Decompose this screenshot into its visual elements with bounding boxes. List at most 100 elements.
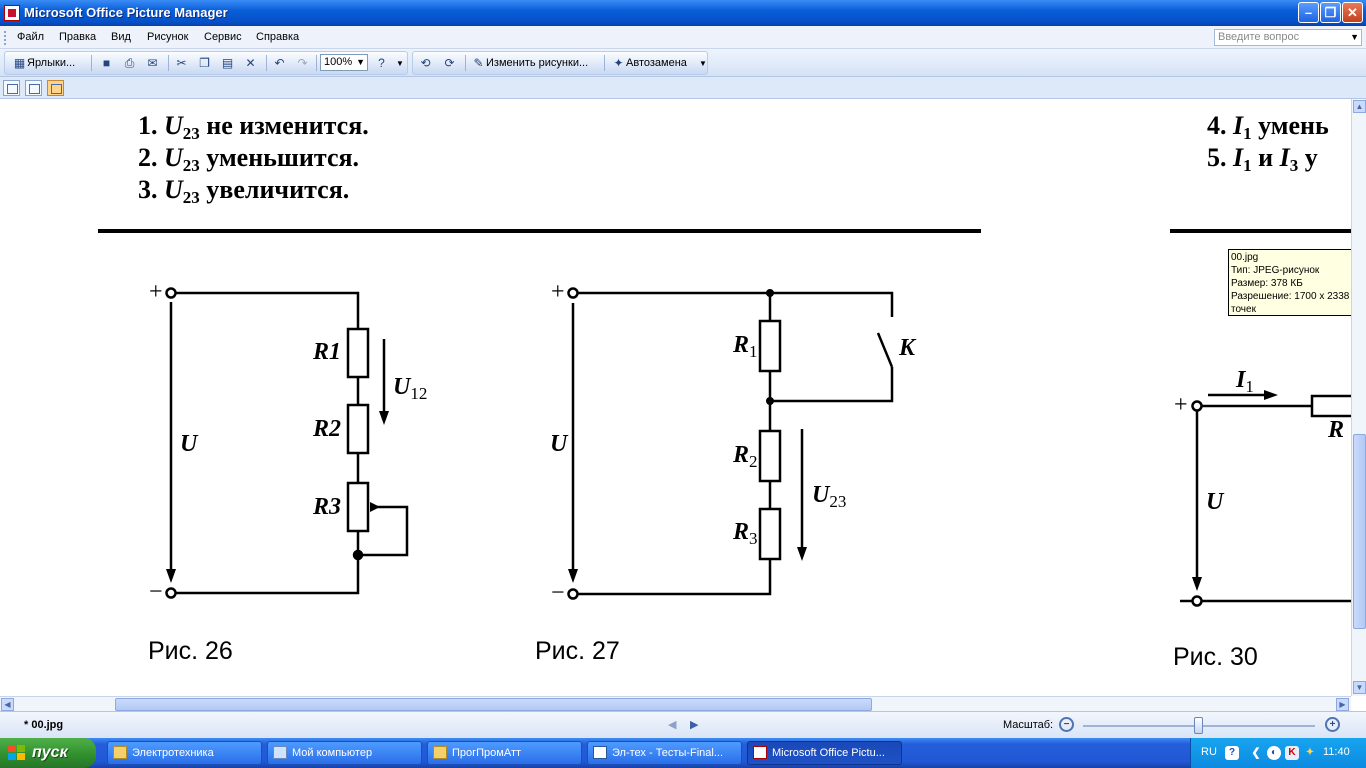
option-number: 5. (1207, 143, 1227, 172)
thumbnail-view-button[interactable] (3, 80, 20, 96)
start-button[interactable]: пуск (0, 738, 96, 768)
ask-question-input[interactable]: Введите вопрос ▼ (1214, 29, 1362, 46)
figure-caption-30: Рис. 30 (1173, 643, 1258, 671)
taskbar-item-my-computer[interactable]: Мой компьютер (267, 741, 422, 765)
next-picture-button[interactable]: ▶ (690, 719, 699, 731)
option-variable: U (164, 175, 183, 204)
single-picture-view-button[interactable] (47, 80, 64, 96)
toolbar-separator (168, 55, 169, 71)
scroll-left-arrow[interactable]: ◀ (1, 698, 14, 711)
delete-x-icon: ✕ (245, 55, 256, 70)
scroll-up-arrow[interactable]: ▲ (1353, 100, 1366, 113)
undo-button[interactable]: ↶ (272, 55, 287, 71)
zoom-out-icon[interactable]: − (1059, 717, 1074, 732)
option-text: и (1258, 143, 1274, 172)
picture-canvas[interactable]: 1. U23 не изменится. 2. U23 уменьшится. … (0, 99, 1351, 696)
voltage-u-label: U (180, 431, 198, 457)
voltage-u23-sub: 23 (829, 492, 847, 511)
terminal-plus-label: + (551, 279, 565, 305)
filmstrip-view-button[interactable] (25, 80, 42, 96)
restore-button[interactable]: ❐ (1320, 2, 1341, 23)
taskbar-item-electrotech[interactable]: Электротехника (107, 741, 262, 765)
horizontal-scrollbar[interactable]: ◀ ▶ (0, 696, 1351, 711)
previous-picture-button[interactable]: ◀ (668, 719, 677, 731)
taskbar-item-word-document[interactable]: Эл-тех - Тесты-Final... (587, 741, 742, 765)
antivirus-tray-icon[interactable]: K (1285, 746, 1299, 760)
menubar-grip-handle[interactable] (4, 31, 7, 45)
option-text: увеличится. (206, 175, 350, 204)
copy-icon: ❐ (199, 55, 210, 70)
voltage-u12-label: U12 (393, 374, 427, 404)
shortcuts-button[interactable]: ▦ Ярлыки... (12, 55, 75, 71)
menu-edit[interactable]: Правка (59, 31, 97, 43)
close-button[interactable]: ✕ (1342, 2, 1363, 23)
resistor-r2-label: R2 (313, 416, 342, 442)
current-i1-sub: 1 (1245, 377, 1254, 396)
window-title: Microsoft Office Picture Manager (24, 5, 228, 20)
taskbar-item-picture-manager[interactable]: Microsoft Office Pictu... (747, 741, 902, 765)
resistor-r2-var: R (733, 442, 750, 468)
option-subscript-2: 3 (1289, 156, 1299, 175)
title-bar: Microsoft Office Picture Manager – ❐ ✕ (0, 0, 1366, 26)
zoom-label: Масштаб: (1003, 719, 1054, 731)
rotate-right-button[interactable]: ⟳ (442, 55, 457, 71)
autocorrect-button[interactable]: ✦ Автозамена (611, 55, 686, 71)
toolbar-options-button[interactable]: ▼ (699, 55, 707, 71)
picture-manager-app-icon[interactable] (4, 5, 20, 21)
circuit-fig26 (165, 287, 409, 599)
voltage-u12-sub: 12 (410, 384, 428, 403)
arrow-marker (1264, 390, 1278, 400)
status-bar: * 00.jpg ◀ ▶ Масштаб: − + (0, 711, 1366, 738)
network-tray-icon[interactable]: ◐ (1267, 746, 1281, 760)
delete-button[interactable]: ✕ (243, 55, 258, 71)
menu-file[interactable]: Файл (17, 31, 45, 43)
chevron-down-icon[interactable]: ▼ (356, 57, 365, 67)
minimize-button[interactable]: – (1298, 2, 1319, 23)
scroll-down-arrow[interactable]: ▼ (1353, 681, 1366, 694)
taskbar: пуск Электротехника Мой компьютер ПрогПр… (0, 738, 1366, 768)
arrow-marker (797, 547, 807, 561)
email-button[interactable]: ✉ (145, 55, 160, 71)
ask-question-placeholder: Введите вопрос (1218, 31, 1300, 43)
toolbar-separator (91, 55, 92, 71)
vertical-scroll-thumb[interactable] (1353, 434, 1366, 629)
voltage-u-label: U (1206, 489, 1224, 515)
circuit-fig27 (567, 287, 894, 600)
menu-view[interactable]: Вид (111, 31, 131, 43)
zoom-in-icon[interactable]: + (1325, 717, 1340, 732)
menu-tools[interactable]: Сервис (204, 31, 242, 43)
terminal-minus-label: − (149, 579, 163, 605)
help-button[interactable]: ? (374, 55, 389, 71)
taskbar-item-progpromatt[interactable]: ПрогПромАтт (427, 741, 582, 765)
print-button[interactable]: ⎙ (122, 55, 137, 71)
figure-caption-27: Рис. 27 (535, 637, 620, 665)
chevron-down-icon[interactable]: ▼ (1350, 32, 1359, 42)
clock: 11:40 (1323, 746, 1350, 758)
vertical-scrollbar[interactable]: ▲ ▼ (1351, 99, 1366, 696)
save-button[interactable]: ■ (99, 55, 114, 71)
security-tray-icon[interactable]: ✦ (1305, 747, 1315, 758)
option-variable: I (1233, 143, 1244, 172)
circuit-diagrams (165, 287, 1351, 607)
copy-button[interactable]: ❐ (197, 55, 212, 71)
zoom-select[interactable]: 100% ▼ (320, 54, 368, 71)
language-indicator[interactable]: RU (1201, 746, 1217, 758)
edit-pictures-label: Изменить рисунки... (486, 57, 589, 69)
help-tray-icon[interactable]: ? (1225, 746, 1239, 760)
section-divider (98, 229, 981, 233)
rotate-left-button[interactable]: ⟲ (418, 55, 433, 71)
option-line: 4. I1 умень (1207, 111, 1329, 144)
resistor-r3-label: R3 (733, 519, 758, 549)
redo-button[interactable]: ↷ (295, 55, 310, 71)
chevron-left-icon[interactable]: ❮ (1251, 747, 1261, 759)
menu-picture[interactable]: Рисунок (147, 31, 189, 43)
scroll-right-arrow[interactable]: ▶ (1336, 698, 1349, 711)
paste-button[interactable]: ▤ (220, 55, 235, 71)
taskbar-item-label: Электротехника (132, 747, 214, 759)
zoom-slider-thumb[interactable] (1194, 717, 1203, 734)
menu-help[interactable]: Справка (256, 31, 300, 43)
edit-pictures-button[interactable]: ✎ Изменить рисунки... (471, 55, 588, 71)
toolbar-options-button[interactable]: ▼ (396, 55, 404, 71)
horizontal-scroll-thumb[interactable] (115, 698, 872, 711)
cut-button[interactable]: ✂ (174, 55, 189, 71)
